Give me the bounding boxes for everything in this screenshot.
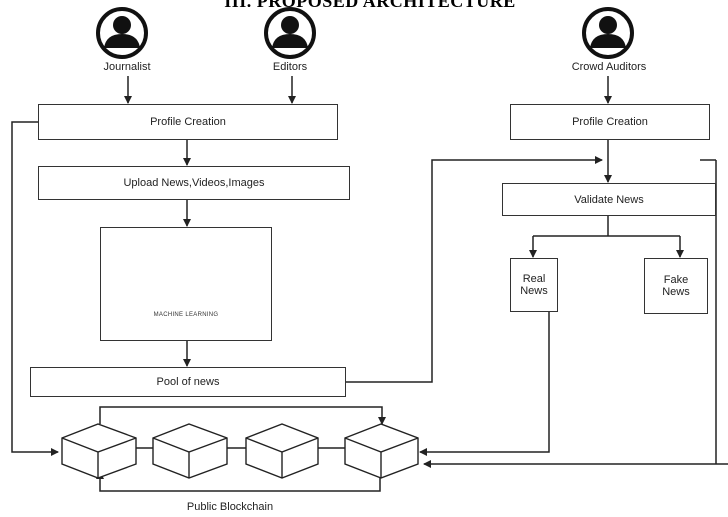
- fake-news-label-line2: News: [662, 286, 690, 298]
- cube-icon: [245, 423, 319, 479]
- crowd-auditors-label: Crowd Auditors: [571, 61, 647, 73]
- real-news-box: Real News: [510, 258, 558, 312]
- pool-of-news-box: Pool of news: [30, 367, 346, 397]
- profile-creation-label: Profile Creation: [572, 116, 648, 128]
- editors-label: Editors: [272, 61, 308, 73]
- profile-creation-box-right: Profile Creation: [510, 104, 710, 140]
- machine-learning-box: MACHINE LEARNING: [100, 227, 272, 341]
- cube-icon: [61, 423, 137, 479]
- profile-creation-label: Profile Creation: [150, 116, 226, 128]
- profile-creation-box-left: Profile Creation: [38, 104, 338, 140]
- journalist-label: Journalist: [103, 61, 151, 73]
- diagram-title: III. PROPOSED ARCHITECTURE: [224, 0, 516, 11]
- validate-news-box: Validate News: [502, 183, 716, 216]
- upload-news-label: Upload News,Videos,Images: [123, 177, 265, 189]
- validate-news-label: Validate News: [574, 193, 644, 206]
- machine-learning-caption: MACHINE LEARNING: [153, 312, 219, 318]
- user-avatar-icon: [96, 7, 148, 59]
- public-blockchain-label: Public Blockchain: [186, 501, 274, 513]
- user-avatar-icon: [582, 7, 634, 59]
- fake-news-box: Fake News: [644, 258, 708, 314]
- cube-icon: [152, 423, 228, 479]
- user-avatar-icon: [264, 7, 316, 59]
- real-news-label-line1: Real: [522, 273, 546, 285]
- cube-icon: [344, 423, 419, 479]
- fake-news-label-line1: Fake: [663, 274, 689, 286]
- real-news-label-line2: News: [520, 285, 548, 297]
- upload-news-box: Upload News,Videos,Images: [38, 166, 350, 200]
- pool-of-news-label: Pool of news: [156, 376, 220, 388]
